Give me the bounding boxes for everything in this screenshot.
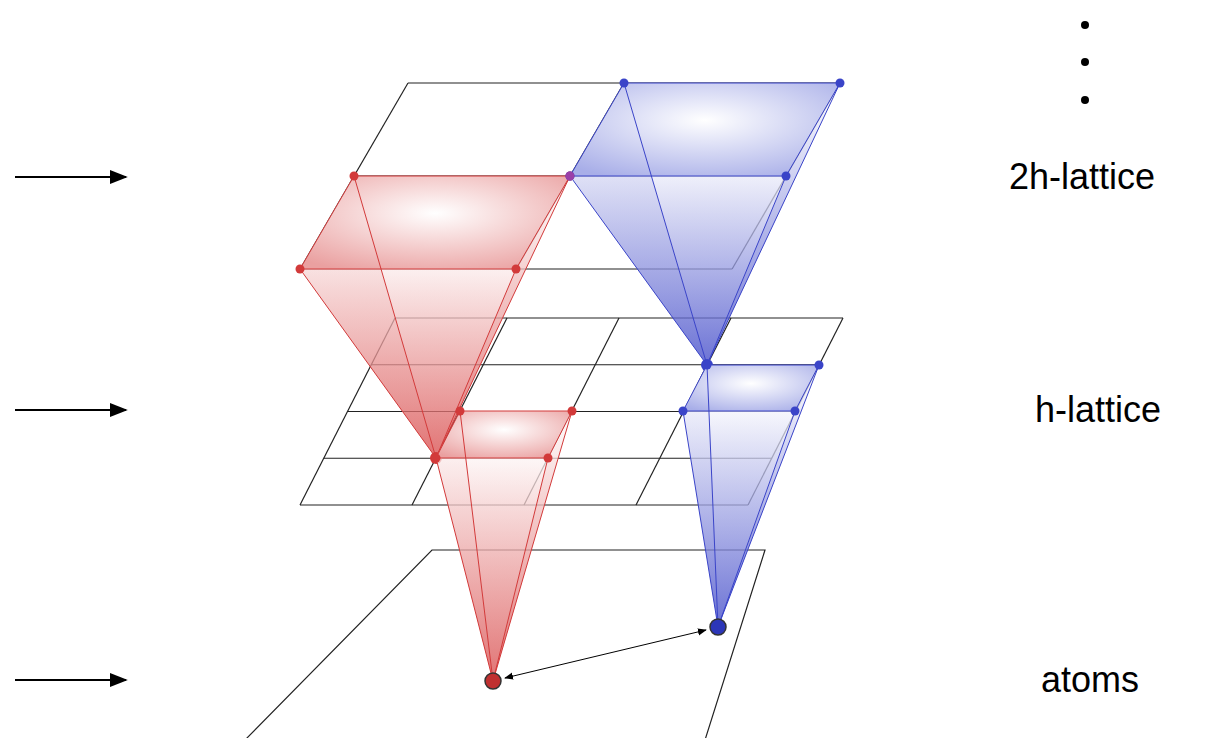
level-arrow bbox=[15, 409, 126, 411]
level-arrow bbox=[15, 176, 126, 178]
atom bbox=[710, 619, 726, 635]
level-label: 2h-lattice bbox=[1009, 156, 1155, 198]
blue-pyramid bbox=[566, 79, 845, 372]
atom bbox=[485, 673, 501, 689]
continuation-dot bbox=[1081, 21, 1089, 29]
level-label: h-lattice bbox=[1035, 389, 1161, 431]
continuation-dot bbox=[1081, 96, 1089, 104]
shared-point bbox=[566, 172, 575, 181]
level-label: atoms bbox=[1041, 659, 1139, 701]
red-pyramid bbox=[296, 172, 575, 465]
continuation-dot bbox=[1081, 58, 1089, 66]
blue-pyramid bbox=[679, 361, 824, 634]
red-pyramid bbox=[432, 407, 577, 688]
distance-arrow bbox=[505, 630, 706, 678]
level-arrow bbox=[15, 679, 126, 681]
